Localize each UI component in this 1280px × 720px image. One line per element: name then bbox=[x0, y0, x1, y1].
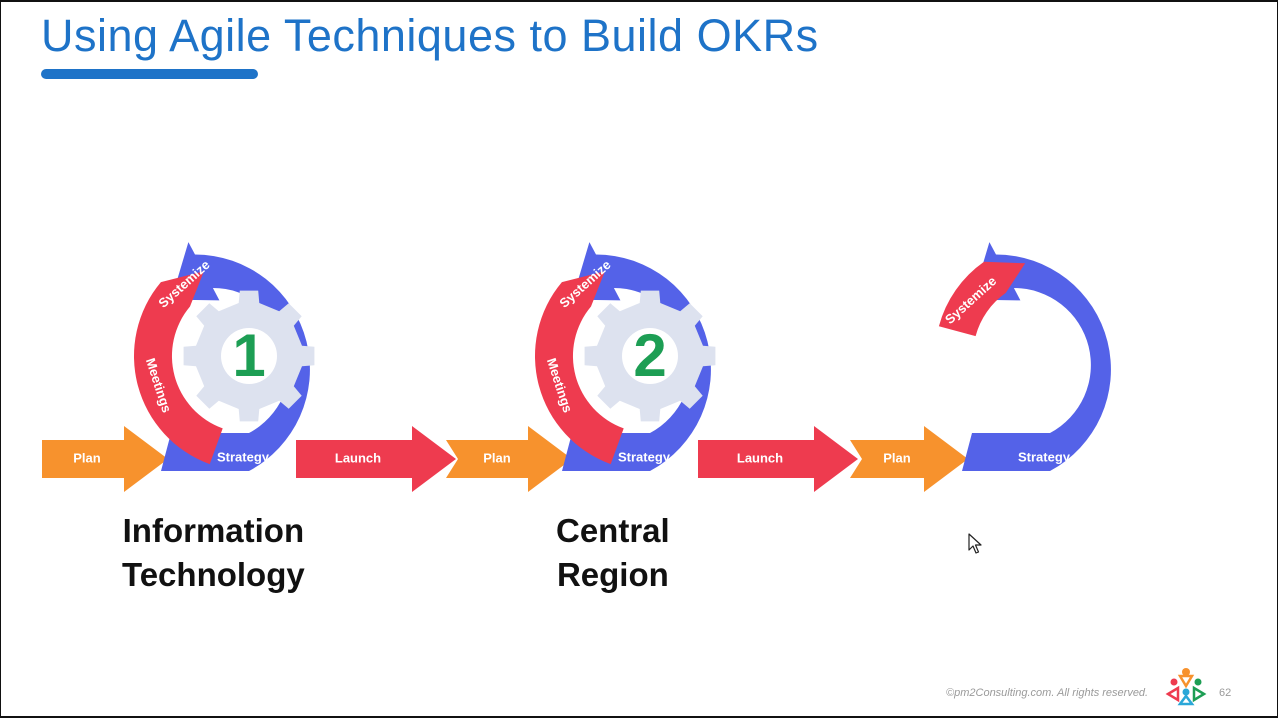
cycle-2-strategy-label: Strategy bbox=[618, 449, 671, 464]
cycle-1-cascade-label: Cascade bbox=[322, 357, 353, 413]
cycle-2-number: 2 bbox=[633, 322, 666, 389]
cycle-2-systemize-arc bbox=[534, 271, 624, 465]
pm2-logo-icon bbox=[1165, 668, 1207, 706]
cycle-2-strategy-arc bbox=[562, 242, 711, 471]
cycle-2-plan-label: Plan bbox=[483, 450, 511, 465]
copyright-text: ©pm2Consulting.com. All rights reserved. bbox=[946, 687, 1149, 699]
cycle-3-plan-arrow bbox=[850, 426, 968, 492]
slide-title: Using Agile Techniques to Build OKRs bbox=[41, 10, 819, 61]
group-label-1: Information Technology bbox=[122, 509, 305, 597]
group-label-2: Central Region bbox=[556, 509, 670, 597]
cycle-3-systemize-arc bbox=[938, 261, 1026, 337]
cycle-1-strategy-arc bbox=[161, 242, 310, 471]
group-label-1-line-2: Technology bbox=[122, 556, 305, 593]
cycle-2-launch-arrow bbox=[698, 426, 858, 492]
cycle-1-plan-arrow bbox=[42, 426, 168, 492]
group-label-1-line-1: Information bbox=[122, 512, 305, 549]
cycle-1-launch-label: Launch bbox=[335, 450, 381, 465]
cycle-3-cascade-label: Cascade bbox=[1123, 357, 1154, 413]
mouse-cursor-icon bbox=[968, 533, 982, 554]
cycle-1-plan-label: Plan bbox=[73, 450, 101, 465]
page-number: 62 bbox=[1219, 687, 1232, 699]
title-underline bbox=[41, 69, 258, 79]
cycle-1-gear-hole bbox=[221, 328, 277, 384]
cycle-2-gear-hole bbox=[622, 328, 678, 384]
cycle-2-launch-label: Launch bbox=[737, 450, 783, 465]
group-label-2-line-2: Region bbox=[556, 556, 669, 593]
cycle-3-plan-label: Plan bbox=[883, 450, 911, 465]
cycle-1-systemize-arc bbox=[133, 271, 223, 465]
cycle-3-strategy-arc bbox=[962, 242, 1111, 471]
cycle-1-strategy-label: Strategy bbox=[217, 449, 270, 464]
cycle-1-number: 1 bbox=[232, 322, 265, 389]
cycle-2-plan-arrow bbox=[446, 426, 572, 492]
group-label-2-line-1: Central bbox=[556, 512, 670, 549]
cycle-1-launch-arrow bbox=[296, 426, 456, 492]
cycle-3-strategy-label: Strategy bbox=[1018, 449, 1071, 464]
cycle-2-cascade-label: Cascade bbox=[723, 357, 754, 413]
